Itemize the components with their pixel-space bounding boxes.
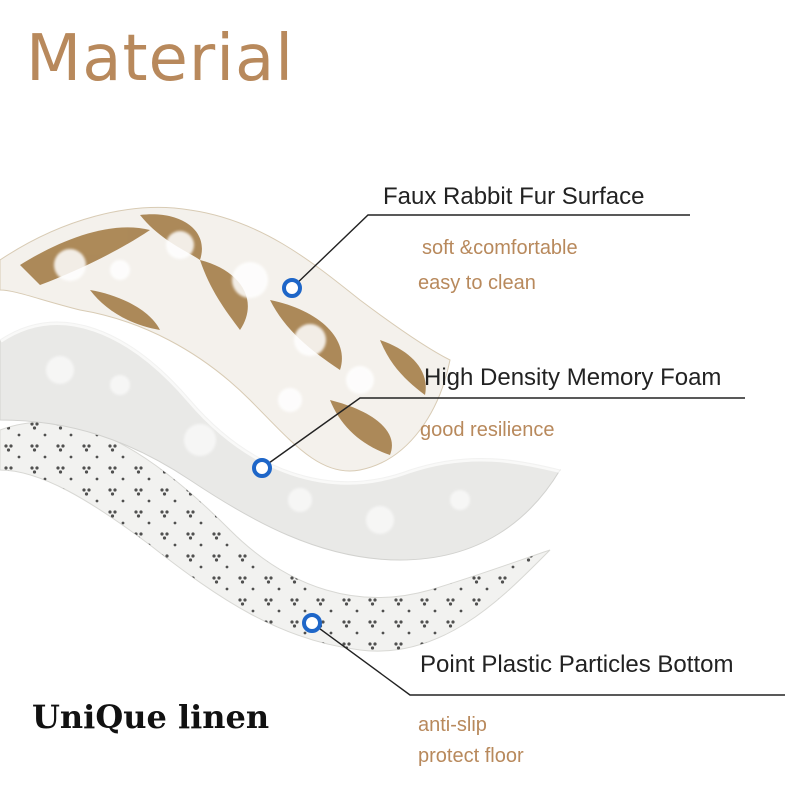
top-layer xyxy=(0,207,451,472)
leader-line-fur xyxy=(291,214,690,289)
layer-3-feature-2: protect floor xyxy=(418,745,524,767)
layer-2-label: High Density Memory Foam xyxy=(424,364,722,391)
marker-bottom xyxy=(302,613,322,633)
marker-foam xyxy=(252,458,272,478)
page-title: Material xyxy=(26,22,294,96)
leader-line-foam xyxy=(261,397,745,469)
layer-3-feature-1: anti-slip xyxy=(418,714,487,736)
layer-2-feature-1: good resilience xyxy=(420,419,555,441)
brand-logo-text: UniQue linen xyxy=(32,698,270,736)
leader-lines xyxy=(261,214,785,696)
layer-1-feature-2: easy to clean xyxy=(418,272,536,294)
layer-1-label: Faux Rabbit Fur Surface xyxy=(383,183,645,210)
markers xyxy=(252,278,322,633)
bottom-layer xyxy=(0,421,551,652)
middle-layer xyxy=(0,319,561,561)
leader-line-bottom xyxy=(311,622,785,696)
layer-3-label: Point Plastic Particles Bottom xyxy=(420,651,734,678)
layer-1-feature-1: soft &comfortable xyxy=(422,237,578,259)
marker-fur xyxy=(282,278,302,298)
